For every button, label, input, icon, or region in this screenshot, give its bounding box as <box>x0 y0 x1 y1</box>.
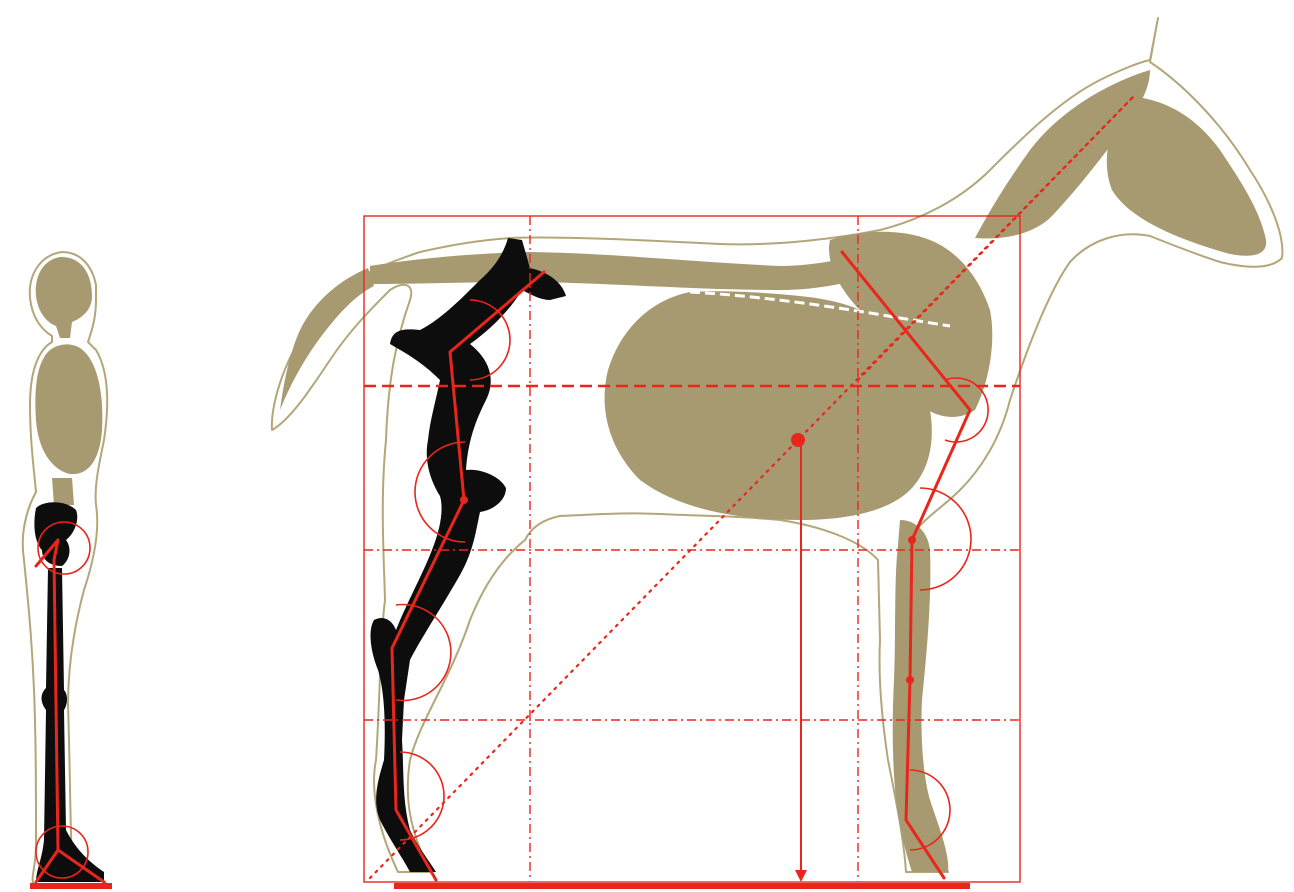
horse-tail-organ <box>280 268 374 410</box>
horse-figure <box>272 18 1283 880</box>
horse-foreleg-joint-1 <box>908 536 916 544</box>
horse-foreleg-organ <box>893 520 949 872</box>
horse-head-organ <box>1107 96 1266 256</box>
human-thorax-organ <box>35 344 102 474</box>
human-spine-organ <box>52 478 74 505</box>
horse-hindleg-joint <box>460 496 468 504</box>
center-of-gravity-point <box>791 433 805 447</box>
horse-hindleg-bones <box>371 238 566 872</box>
gravity-arrowhead <box>795 870 807 882</box>
human-figure <box>23 252 112 886</box>
human-head-organ <box>36 257 92 338</box>
human-leg-bones <box>36 568 104 882</box>
horse-foreleg-joint-2 <box>906 676 914 684</box>
